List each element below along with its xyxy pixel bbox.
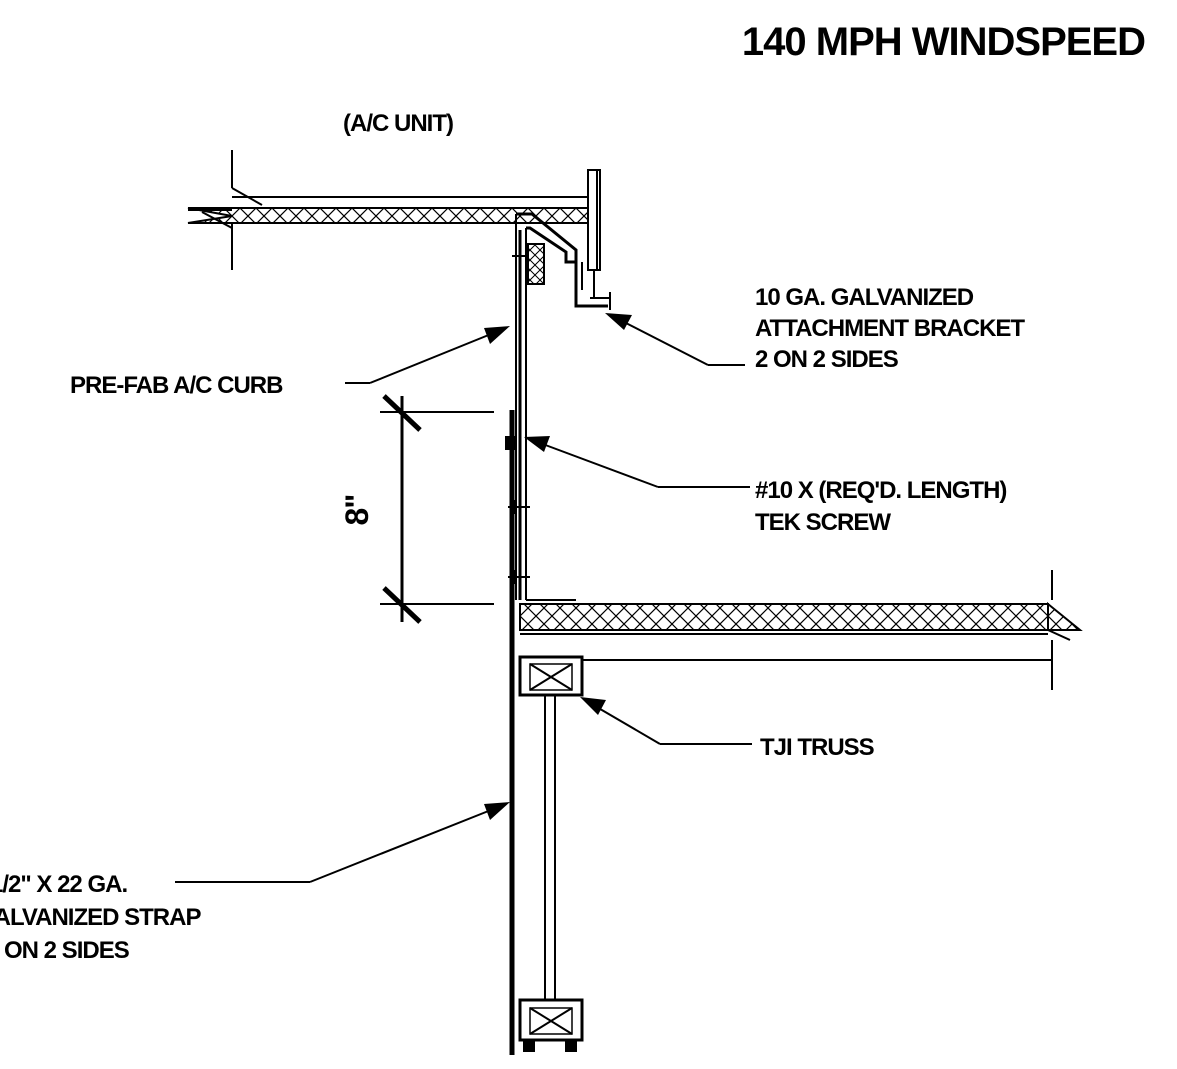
callout-strap-line1: 1/2" X 22 GA. <box>0 871 127 898</box>
tji-truss <box>518 655 584 1052</box>
leader-curb <box>345 326 510 384</box>
callout-strap-line3: ON 2 SIDES <box>4 937 130 964</box>
leader-strap <box>175 802 510 883</box>
dimension-8in <box>380 394 494 624</box>
roof-deck <box>519 570 1083 690</box>
ac-unit-insulation-layer <box>187 150 601 271</box>
callout-strap: 1/2" X 22 GA. GALVANIZED STRAP ON 2 SIDE… <box>0 871 202 964</box>
galvanized-strap <box>505 410 530 1055</box>
callout-bracket-line2: ATTACHMENT BRACKET <box>755 315 1025 342</box>
callout-bracket: 10 GA. GALVANIZED ATTACHMENT BRACKET 2 O… <box>755 284 1026 373</box>
drawing-title: 140 MPH WINDSPEED <box>742 20 1145 64</box>
callout-bracket-line1: 10 GA. GALVANIZED <box>755 284 974 311</box>
attachment-bracket <box>512 212 611 310</box>
callout-strap-line2: GALVANIZED STRAP <box>0 904 201 931</box>
callout-curb: PRE-FAB A/C CURB <box>70 372 283 399</box>
ac-curb-wall <box>515 214 576 601</box>
leader-bracket <box>605 313 745 366</box>
callout-truss: TJI TRUSS <box>760 734 875 761</box>
leader-truss <box>580 697 752 745</box>
callout-screw: #10 X (REQ'D. LENGTH) TEK SCREW <box>755 477 1007 536</box>
leader-screw <box>524 436 750 488</box>
dimension-label: 8" <box>339 495 375 526</box>
callout-screw-line2: TEK SCREW <box>755 509 891 536</box>
ac-unit-label: (A/C UNIT) <box>343 110 453 137</box>
callout-screw-line1: #10 X (REQ'D. LENGTH) <box>755 477 1006 504</box>
callout-bracket-line3: 2 ON 2 SIDES <box>755 346 899 373</box>
